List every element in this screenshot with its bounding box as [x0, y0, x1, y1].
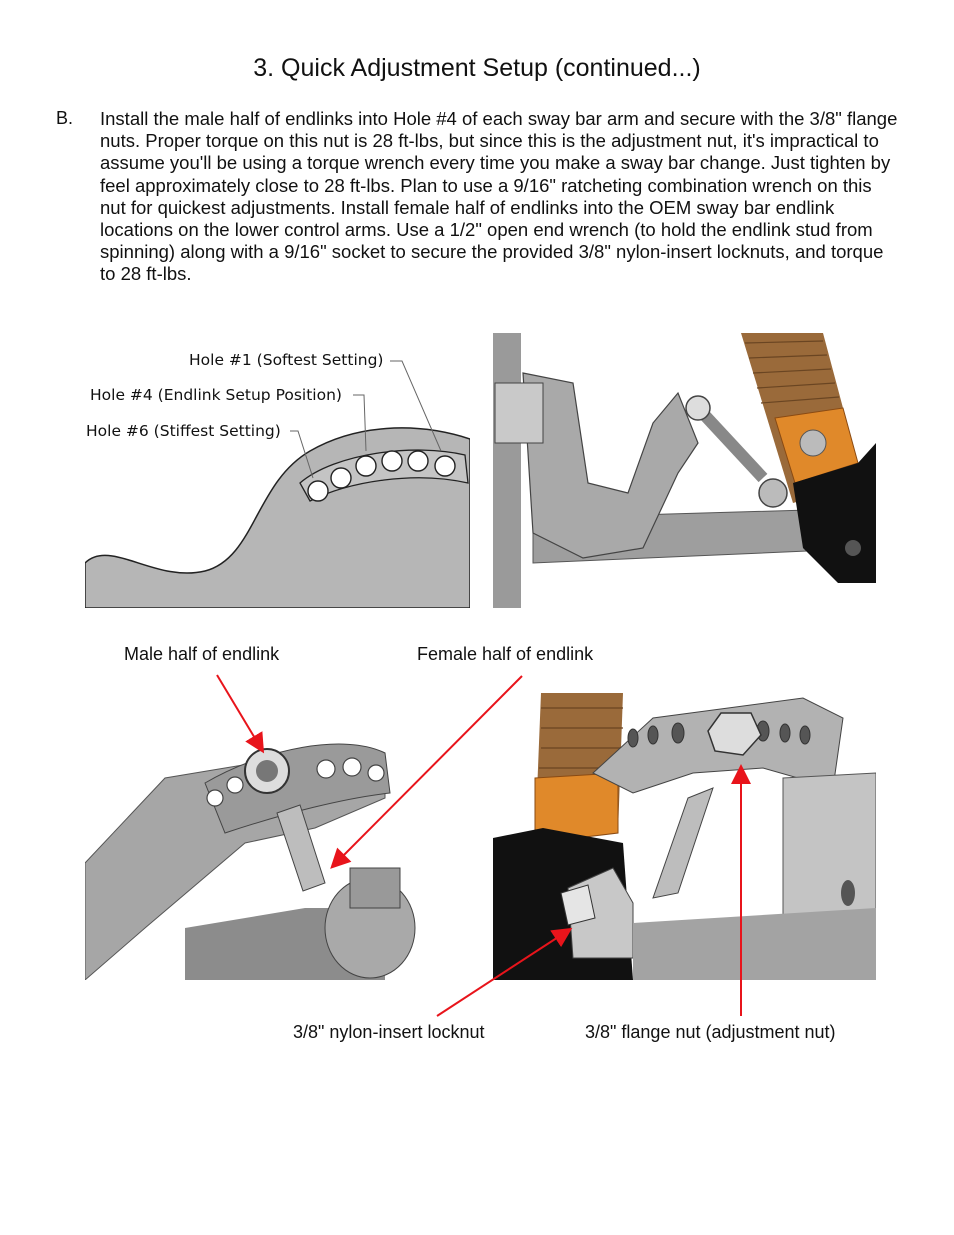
male-endlink-closeup	[85, 693, 441, 980]
label-male-endlink: Male half of endlink	[124, 644, 280, 664]
step-instructions: Install the male half of endlinks into H…	[100, 108, 898, 285]
female-endlink-closeup	[493, 693, 876, 980]
callout-hole-1: Hole #1 (Softest Setting)	[189, 351, 384, 369]
label-female-endlink: Female half of endlink	[417, 644, 594, 664]
callout-hole-6: Hole #6 (Stiffest Setting)	[86, 422, 281, 440]
sway-bar-arm-diagram: Hole #1 (Softest Setting) Hole #4 (Endli…	[85, 333, 470, 608]
label-locknut: 3/8" nylon-insert locknut	[293, 1022, 485, 1042]
label-flange-nut: 3/8" flange nut (adjustment nut)	[585, 1022, 836, 1042]
page-title: 3. Quick Adjustment Setup (continued...)	[253, 54, 701, 82]
step-letter: B.	[56, 108, 74, 128]
callout-hole-4: Hole #4 (Endlink Setup Position)	[90, 386, 342, 404]
assembly-view-top-right	[493, 333, 876, 608]
